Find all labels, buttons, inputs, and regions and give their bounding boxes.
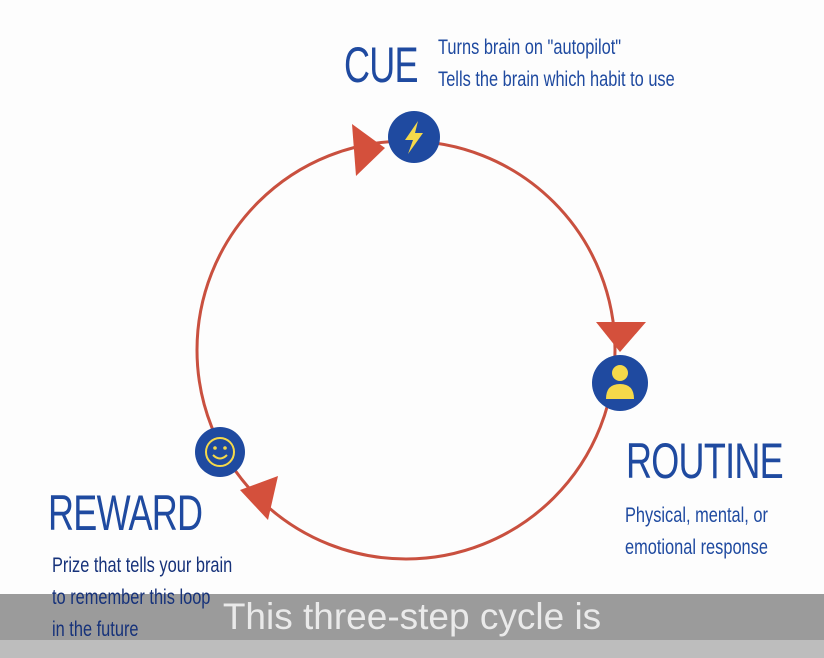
person-icon — [592, 355, 648, 411]
routine-line: emotional response — [625, 536, 768, 559]
cue-line: Turns brain on "autopilot" — [438, 36, 622, 59]
reward-description: Prize that tells your brain to remember … — [52, 550, 232, 646]
player-bottom-strip — [0, 640, 824, 658]
reward-title: REWARD — [48, 485, 203, 541]
smiley-icon — [195, 427, 245, 477]
lightning-icon — [388, 111, 440, 163]
caption-bar — [0, 594, 824, 640]
arrow-to-cue — [352, 124, 385, 176]
arrow-to-routine — [596, 322, 646, 352]
reward-line: to remember this loop — [52, 586, 211, 609]
reward-line: Prize that tells your brain — [52, 554, 233, 577]
arrow-to-reward — [240, 476, 278, 520]
cue-description: Turns brain on "autopilot" Tells the bra… — [438, 32, 675, 96]
routine-line: Physical, mental, or — [625, 504, 768, 527]
cue-line: Tells the brain which habit to use — [438, 68, 675, 91]
routine-description: Physical, mental, or emotional response — [625, 500, 768, 564]
routine-title: ROUTINE — [626, 433, 784, 489]
reward-line: in the future — [52, 618, 139, 641]
cue-title: CUE — [344, 37, 419, 93]
caption-text: This three-step cycle is — [222, 596, 602, 637]
